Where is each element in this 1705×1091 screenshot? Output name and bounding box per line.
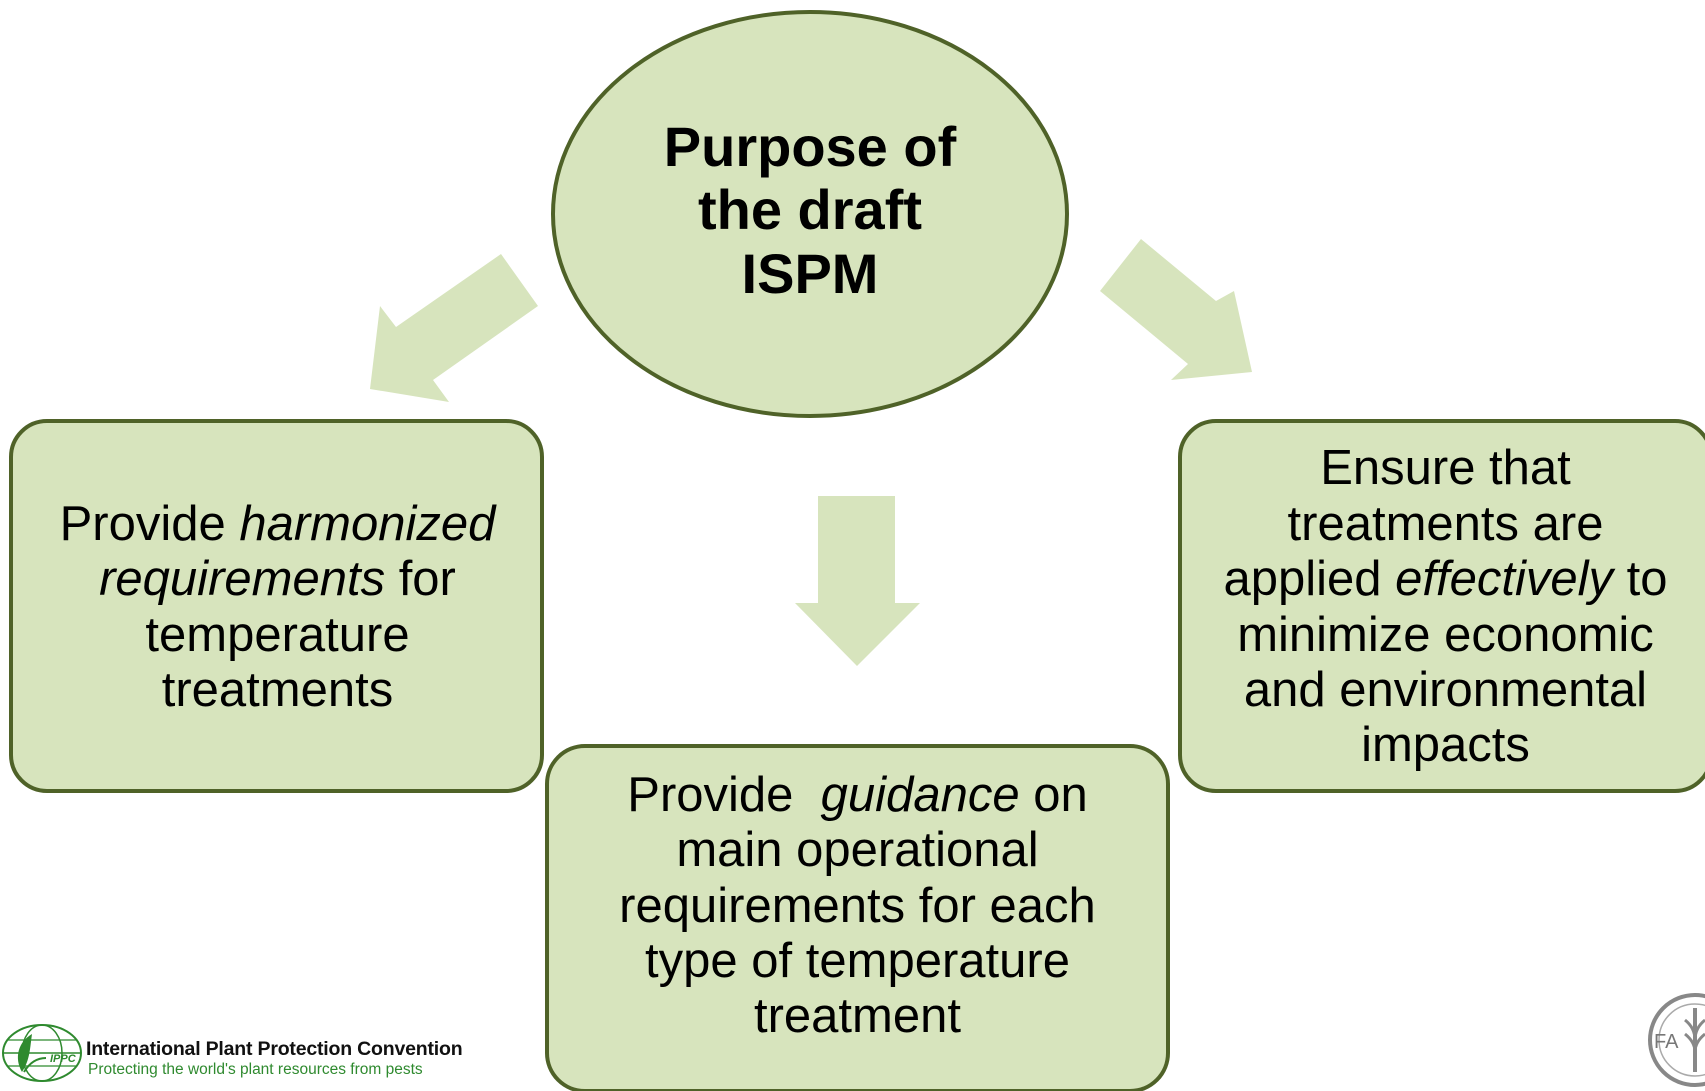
- right-text-line: and environmental: [1243, 662, 1648, 717]
- right-text-emphasis: effectively: [1395, 552, 1614, 607]
- right-text-line: Ensure that: [1320, 441, 1571, 496]
- right-text-line: treatments are: [1287, 496, 1604, 551]
- left-text-plain: for: [385, 552, 456, 607]
- bottom-box: [545, 744, 1170, 1091]
- bottom-text-plain: on: [1019, 768, 1088, 822]
- center-title-line: the draft: [698, 178, 922, 242]
- arrow-down-left: [370, 254, 538, 402]
- right-text-plain: to: [1613, 552, 1668, 607]
- bottom-text-line: treatment: [754, 989, 961, 1044]
- right-text-line: minimize economic: [1237, 607, 1654, 662]
- bottom-text-line: type of temperature: [645, 934, 1070, 989]
- bottom-text-line: main operational: [676, 823, 1039, 878]
- globe-leaf-icon: IPPC: [2, 1024, 82, 1082]
- bottom-text-plain: Provide: [627, 768, 821, 822]
- right-text-line: impacts: [1361, 718, 1530, 773]
- center-title: Purpose of the draft ISPM: [560, 100, 1060, 320]
- center-title-line: ISPM: [741, 241, 879, 305]
- fao-letters: FA: [1654, 1031, 1679, 1053]
- bottom-text-emphasis: guidance: [820, 768, 1020, 822]
- bottom-text-line: requirements for each: [619, 878, 1096, 933]
- left-text-line: treatments: [161, 662, 394, 717]
- ippc-logo: IPPC International Plant Protection Conv…: [0, 1022, 463, 1084]
- arrow-down: [795, 496, 920, 666]
- left-box: [9, 419, 544, 793]
- left-text-line: temperature: [145, 607, 410, 662]
- left-text-plain: Provide: [59, 496, 240, 551]
- center-title-line: Purpose of: [663, 115, 957, 179]
- ippc-tagline: Protecting the world's plant resources f…: [88, 1061, 423, 1078]
- bottom-box-text: Provide guidance on main operational req…: [550, 768, 1165, 1068]
- right-box-text: Ensure that treatments are applied effec…: [1183, 430, 1705, 785]
- center-ellipse: [551, 10, 1069, 418]
- right-box: [1178, 419, 1705, 793]
- left-text-emphasis: requirements: [99, 552, 386, 607]
- fao-logo-icon: FA: [1648, 993, 1705, 1087]
- right-text-plain: applied: [1223, 552, 1396, 607]
- ippc-mark: IPPC: [50, 1053, 77, 1065]
- left-text-emphasis: harmonized: [239, 496, 496, 551]
- ippc-name: International Plant Protection Conventio…: [86, 1038, 463, 1060]
- left-box-text: Provide harmonized requirements for temp…: [15, 430, 540, 785]
- arrow-down-right: [1100, 239, 1252, 380]
